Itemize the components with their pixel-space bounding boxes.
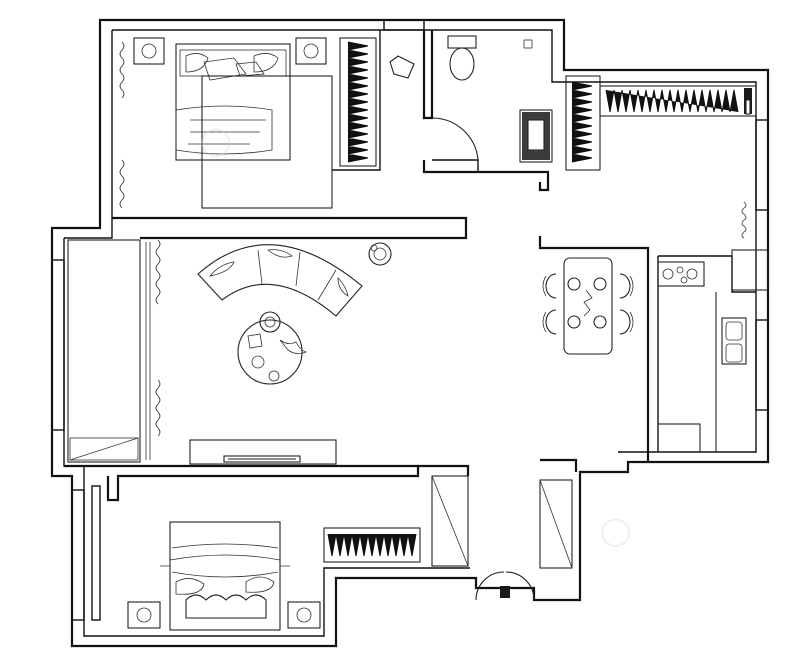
walls [50, 18, 770, 648]
second-bedroom [127, 521, 421, 631]
storage-cabinet [565, 75, 601, 171]
potted-plant [368, 242, 392, 266]
accent-chair [389, 55, 415, 79]
chair-3 [619, 273, 631, 299]
nightstand-2-left [127, 601, 161, 629]
shower-tray [519, 109, 553, 163]
refrigerator [731, 249, 769, 291]
nightstand-2-right [287, 601, 321, 629]
chair-2 [545, 309, 557, 335]
wardrobe [339, 37, 377, 167]
shoe-cabinet [599, 85, 757, 117]
coffee-table [237, 319, 303, 385]
dining-table [563, 257, 613, 355]
nightstand-left [133, 37, 165, 65]
svg-text:◯: ◯ [200, 124, 231, 157]
kitchen-cabinet [657, 423, 701, 453]
bathroom [431, 35, 553, 163]
rug [201, 75, 333, 209]
bathroom-door [431, 117, 479, 161]
chair-1 [545, 273, 557, 299]
double-bed [175, 43, 291, 161]
hall-storage [565, 75, 757, 171]
bedroom-wardrobe [323, 527, 421, 563]
television [223, 455, 301, 463]
svg-text:◯: ◯ [600, 514, 631, 547]
entry-double-door [475, 571, 535, 601]
chair-4 [619, 309, 631, 335]
curved-sofa [197, 244, 363, 317]
entry-cabinet-left [431, 475, 469, 567]
dining-area [542, 257, 634, 355]
tv-console [189, 439, 337, 465]
entry-cabinet-right [539, 479, 573, 569]
kitchen [657, 249, 769, 453]
watermark: ◯ ◯ [200, 124, 631, 547]
living-room [67, 239, 392, 465]
tv-cabinet-wall [67, 239, 141, 463]
nightstand-right [295, 37, 327, 65]
toilet-bowl [449, 47, 475, 81]
toilet-tank [447, 35, 477, 49]
entrance [431, 475, 573, 601]
cooktop [657, 261, 705, 287]
curtains [119, 41, 747, 460]
double-bed-2 [169, 521, 281, 631]
kitchen-sink [721, 317, 747, 365]
master-bedroom [133, 37, 415, 209]
